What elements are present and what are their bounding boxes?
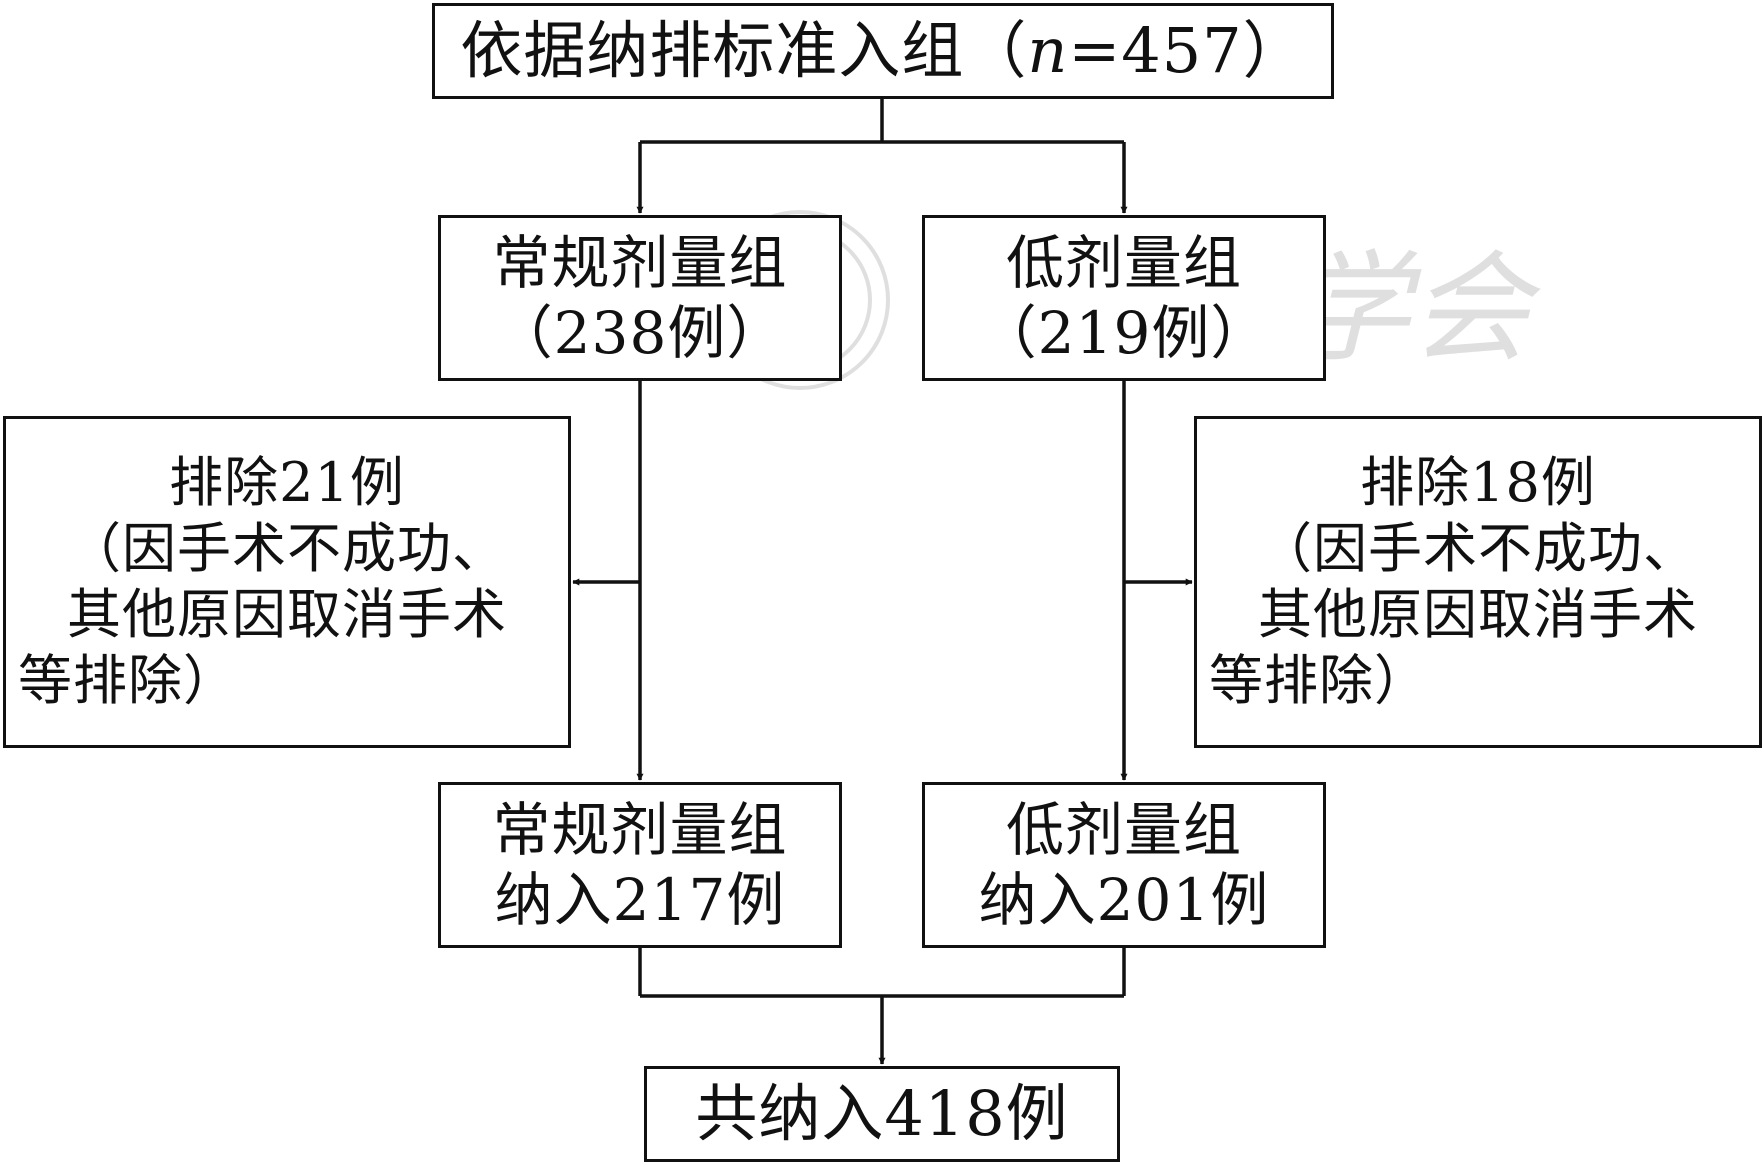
standard-exclusion-reason-1: （因手术不成功、 — [67, 517, 507, 580]
low-exclusion-box: 排除18例 （因手术不成功、 其他原因取消手术 等排除） — [1194, 416, 1762, 748]
total-box: 共纳入418例 — [644, 1066, 1120, 1162]
standard-exclusion-reason-3: 等排除） — [18, 649, 238, 712]
standard-dose-group-box: 常规剂量组 （238例） — [438, 215, 842, 381]
low-group-count: （219例） — [978, 299, 1270, 367]
enrollment-prefix: 依据纳排标准入组（ — [460, 14, 1028, 87]
standard-exclusion-title: 排除21例 — [169, 451, 405, 514]
enrollment-suffix: ） — [1242, 14, 1306, 87]
low-dose-group-box: 低剂量组 （219例） — [922, 215, 1326, 381]
low-exclusion-reason-3: 等排除） — [1209, 649, 1429, 712]
low-final-included: 纳入201例 — [978, 866, 1270, 934]
standard-exclusion-reason-2: 其他原因取消手术 — [67, 583, 507, 646]
standard-exclusion-box: 排除21例 （因手术不成功、 其他原因取消手术 等排除） — [3, 416, 571, 748]
enrollment-n-value: =457 — [1068, 14, 1243, 87]
standard-group-name: 常规剂量组 — [492, 229, 788, 297]
standard-final-name: 常规剂量组 — [492, 796, 788, 864]
low-final-box: 低剂量组 纳入201例 — [922, 782, 1326, 948]
enrollment-text: 依据纳排标准入组（n=457） — [460, 16, 1305, 86]
standard-group-count: （238例） — [494, 299, 786, 367]
total-label: 共纳入418例 — [695, 1077, 1069, 1150]
enrollment-n-symbol: n — [1027, 14, 1069, 87]
enrollment-box: 依据纳排标准入组（n=457） — [432, 3, 1334, 99]
low-exclusion-reason-2: 其他原因取消手术 — [1258, 583, 1698, 646]
standard-final-included: 纳入217例 — [494, 866, 786, 934]
low-exclusion-title: 排除18例 — [1360, 451, 1596, 514]
low-group-name: 低剂量组 — [1005, 229, 1242, 297]
standard-final-box: 常规剂量组 纳入217例 — [438, 782, 842, 948]
low-exclusion-reason-1: （因手术不成功、 — [1258, 517, 1698, 580]
low-final-name: 低剂量组 — [1005, 796, 1242, 864]
